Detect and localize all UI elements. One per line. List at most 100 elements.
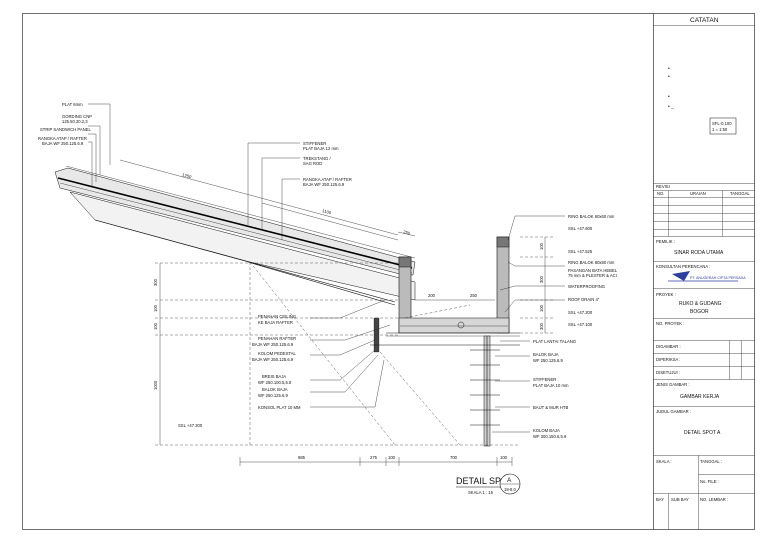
- callout-text: PLAT BAJA 12 mm: [303, 146, 339, 151]
- callout-text: PENAHAN RAFTER: [258, 336, 296, 341]
- approved-label: DISETUJUI :: [656, 370, 680, 375]
- roof-panel: [54, 165, 416, 306]
- callouts-left: PLAT 6mm GORDING CNP 125.50.20.2,3 STRIP…: [38, 102, 92, 146]
- dimension-label: 100: [153, 304, 158, 312]
- callout-text: GORDING CNP: [62, 114, 92, 119]
- callouts-right: RING BALOK 60x60 mm SSL +47.600 SSL +47.…: [533, 214, 618, 439]
- callout-text: PENAHAN CEILING: [258, 314, 296, 319]
- callout-text: ROOF DRAIN 4": [568, 297, 600, 302]
- date-label: TANGGAL :: [700, 459, 722, 464]
- callout-text: SAG ROD: [303, 161, 322, 166]
- callout-text: KOLOM BAJA: [533, 428, 560, 433]
- callout-text: RANGKA ATAP / RAFTER: [303, 177, 352, 182]
- callout-text: WF 250.125.6.9: [258, 393, 288, 398]
- drawing-sheet-ref: 18-8.0: [504, 487, 517, 492]
- drawing-title-text: DETAIL SPOT: [456, 476, 514, 486]
- dimension-label: 1250: [182, 172, 193, 179]
- revision-header: REVISI: [656, 184, 670, 189]
- callout-text: PLAT LANTAI TALANG: [533, 339, 576, 344]
- title-block: CATATAN • • • • _ SFL-0.100 1 = 1:50 REV…: [653, 17, 755, 530]
- dimension-label: 100: [500, 455, 508, 460]
- dimension-label: 300: [153, 278, 158, 286]
- scale-note: SFL-0.100: [712, 121, 732, 126]
- consultant-label: KONSULTAN PERENCANA :: [656, 264, 710, 269]
- drawing-type-label: JENIS GAMBAR :: [656, 382, 690, 387]
- owner-label: PEMILIK :: [656, 239, 675, 244]
- owner-value: SINAR RODA UTAMA: [674, 250, 724, 256]
- project-value: BOGOR: [690, 309, 709, 315]
- sheet-no-label: NO. LEMBAR :: [700, 497, 728, 502]
- callout-text: BALOK BAJA: [262, 387, 288, 392]
- dimension-lines: [119, 159, 555, 466]
- drawing-title: DETAIL SPOT A 18-8.0 SKALA 1 : 15: [456, 473, 521, 495]
- gutter-section: [386, 236, 520, 337]
- detail-drawing: PLAT 6mm GORDING CNP 125.50.20.2,3 STRIP…: [38, 102, 618, 495]
- project-no-label: NO. PROYEK :: [656, 321, 684, 326]
- callout-text: 125.50.20.2,3: [62, 119, 88, 124]
- file-label: No. FILE :: [700, 479, 719, 484]
- callout-text: KE BAJA RAFTER: [258, 320, 293, 325]
- dimension-label: 100: [153, 322, 158, 330]
- drawing-title-label: JUDUL GAMBAR :: [656, 409, 691, 414]
- callouts-top: STIFFENER PLAT BAJA 12 mm TREKSTANG / SA…: [303, 141, 352, 187]
- callout-text: STIFFENER: [533, 377, 556, 382]
- consultant-logo: PT. ANUGERAH CIPTA PERSADA: [668, 271, 746, 282]
- note-bullet: •: [668, 94, 670, 100]
- scale-label: SKALA :: [656, 459, 672, 464]
- sheet-border: [22, 13, 755, 530]
- dimension-label: 100: [539, 242, 544, 250]
- sub-bay-label: SUB BAY: [671, 497, 689, 502]
- callout-text: RANGKA ATAP / RAFTER: [38, 136, 87, 141]
- callout-text: 75 mm & PLESTER & ACI: [568, 273, 617, 278]
- callout-text: STRIP SANDWICH PANEL: [40, 127, 91, 132]
- dimension-label: 100: [539, 304, 544, 312]
- drawing-marker: A: [507, 477, 512, 484]
- dimension-label: 100: [388, 455, 396, 460]
- callout-text: WATERPROOFING: [568, 284, 605, 289]
- callout-text: STIFFENER: [303, 141, 326, 146]
- revision-col: TANGGAL: [730, 191, 750, 196]
- callout-text: PLAT 6mm: [62, 102, 83, 107]
- dimension-label: 250: [403, 229, 412, 236]
- callout-text: SSL +47.600: [568, 226, 593, 231]
- note-bullet: •: [668, 66, 670, 72]
- drawing-type-value: GAMBAR KERJA: [680, 394, 720, 400]
- notes-header: CATATAN: [690, 17, 719, 24]
- project-label: PROYEK :: [656, 292, 676, 297]
- dimension-label: 300: [539, 322, 544, 330]
- scale-note: 1 = 1:50: [712, 127, 728, 132]
- callout-text: RING BALOK 80x80 mm: [568, 260, 615, 265]
- revision-col: URAIAN: [690, 191, 706, 196]
- dimension-label: 700: [450, 455, 458, 460]
- dimension-label: 200: [428, 293, 436, 298]
- checked-label: DIPERIKSA :: [656, 357, 680, 362]
- callout-text: PASANGAN BATA HEBEL: [568, 268, 618, 273]
- callout-text: BALOK BAJA: [533, 352, 559, 357]
- callout-text: SSL +47.100: [568, 322, 593, 327]
- dimension-label: 250: [470, 293, 478, 298]
- dimension-label: 1000: [153, 380, 158, 390]
- callout-text: RING BALOK 60x60 mm: [568, 214, 615, 219]
- callout-text: TREKSTANG /: [303, 156, 331, 161]
- revision-col: NO.: [657, 191, 664, 196]
- callout-text: BAJA WF 250.125.6.9: [252, 357, 294, 362]
- dimension-label: 275: [370, 455, 378, 460]
- callout-text: WF 300.150.6,5.9: [533, 434, 567, 439]
- callouts-mid: PENAHAN CEILING KE BAJA RAFTER PENAHAN R…: [178, 314, 301, 428]
- callout-text: BREIS BAJA: [262, 374, 286, 379]
- project-value: RUKO & GUDANG: [679, 301, 722, 307]
- callout-text: SSL +47.200: [178, 423, 203, 428]
- callout-text: KONSOL PLAT 10 MM: [258, 405, 301, 410]
- callout-text: SSL +47.525: [568, 249, 593, 254]
- dimension-labels: 985 275 100 700 100 1250 1100 250 300 10…: [153, 172, 544, 460]
- leader-lines: [88, 103, 565, 433]
- callout-text: BAJA WF 250.125.6.9: [303, 182, 345, 187]
- dimension-label: 1100: [322, 208, 333, 215]
- dimension-label: 985: [298, 455, 306, 460]
- callout-text: PLAT BAJA 10 mm: [533, 383, 569, 388]
- callout-text: WF 250.125.6.9: [533, 358, 563, 363]
- callout-text: BAUT & MUR HTB: [533, 405, 568, 410]
- callout-text: WF 250.100.5,5.8: [258, 380, 292, 385]
- callout-text: KOLOM PEDESTAL: [258, 351, 297, 356]
